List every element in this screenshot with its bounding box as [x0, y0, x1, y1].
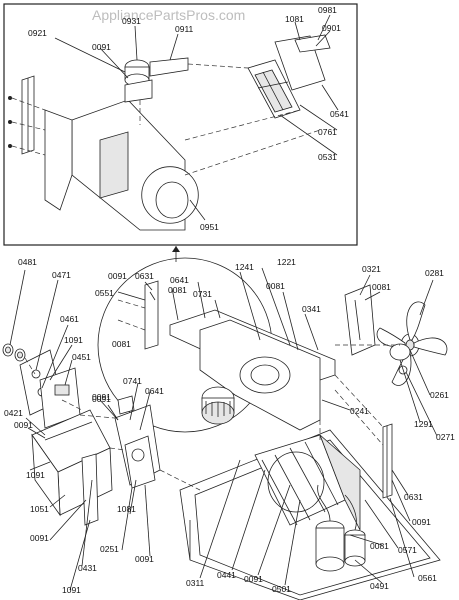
compressor — [315, 484, 366, 572]
label-0641-b: 0641 — [145, 386, 164, 396]
label-0981: 0981 — [318, 5, 337, 15]
label-0091-c: 0091 — [30, 533, 49, 543]
label-0081-a: 0081 — [168, 285, 187, 295]
label-0641-a: 0641 — [170, 275, 189, 285]
screws-left-top — [8, 96, 46, 156]
label-0481: 0481 — [18, 257, 37, 267]
main-dashed-lines — [61, 299, 400, 491]
label-0091-g: 0091 — [244, 574, 263, 584]
label-0931: 0931 — [122, 16, 141, 26]
filter-frame — [247, 34, 331, 119]
label-0081-c: 0081 — [266, 281, 285, 291]
label-0571: 0571 — [398, 545, 417, 555]
label-1291: 1291 — [414, 419, 433, 429]
label-0461: 0461 — [60, 314, 79, 324]
label-0081-b: 0081 — [112, 339, 131, 349]
inset-frame — [3, 3, 358, 246]
main-leaders — [9, 267, 438, 591]
label-0281: 0281 — [425, 268, 444, 278]
label-0431: 0431 — [78, 563, 97, 573]
label-1091-b: 1091 — [26, 470, 45, 480]
fan-motor — [389, 343, 411, 375]
label-1081-b: 1081 — [117, 504, 136, 514]
label-0531: 0531 — [318, 152, 337, 162]
inset-dashed-lines — [139, 63, 321, 176]
label-0271: 0271 — [436, 432, 455, 442]
label-0241: 0241 — [350, 406, 369, 416]
label-0091-e: 0091 — [92, 392, 111, 402]
label-0091-f: 0091 — [135, 554, 154, 564]
right-rail — [382, 423, 393, 499]
control-panel — [19, 349, 81, 429]
label-0261: 0261 — [430, 390, 449, 400]
label-0541: 0541 — [330, 109, 349, 119]
label-1241: 1241 — [235, 262, 254, 272]
label-1221: 1221 — [277, 257, 296, 267]
label-0921: 0921 — [28, 28, 47, 38]
main-bulkhead — [144, 280, 336, 431]
blower-wheel — [201, 386, 235, 425]
label-0091-top: 0091 — [92, 42, 111, 52]
label-0341: 0341 — [302, 304, 321, 314]
label-0901: 0901 — [322, 23, 341, 33]
label-0091-circle: 0091 — [108, 271, 127, 281]
label-0951: 0951 — [200, 222, 219, 232]
label-0091-b: 0091 — [14, 420, 33, 430]
label-0421: 0421 — [4, 408, 23, 418]
label-0451: 0451 — [72, 352, 91, 362]
label-0631-a: 0631 — [135, 271, 154, 281]
motor-bracket — [124, 57, 189, 103]
fan-motor-bracket — [344, 284, 376, 356]
electrical-box — [31, 409, 113, 526]
part-labels: 0921 0091 0931 0911 1081 0981 0901 0541 … — [4, 5, 455, 595]
label-0091-d: 0091 — [92, 394, 111, 404]
label-1081-top: 1081 — [285, 14, 304, 24]
label-0471: 0471 — [52, 270, 71, 280]
label-0551: 0551 — [95, 288, 114, 298]
switch-bracket — [114, 395, 161, 489]
label-0081-e: 0081 — [370, 541, 389, 551]
label-0081-d: 0081 — [372, 282, 391, 292]
watermark-text: AppliancePartsPros.com — [92, 7, 245, 23]
label-0761: 0761 — [318, 127, 337, 137]
label-0561: 0561 — [418, 573, 437, 583]
label-0321: 0321 — [362, 264, 381, 274]
label-1091-c: 1091 — [62, 585, 81, 595]
label-1091-a: 1091 — [64, 335, 83, 345]
label-0631-b: 0631 — [404, 492, 423, 502]
inset-leaders — [54, 14, 339, 221]
label-0731: 0731 — [193, 289, 212, 299]
evaporator-housing-assembly — [21, 75, 199, 231]
condenser-fan — [376, 301, 448, 386]
label-0251: 0251 — [100, 544, 119, 554]
label-0501: 0501 — [272, 584, 291, 594]
label-0911: 0911 — [175, 24, 194, 34]
label-0091-h: 0091 — [412, 517, 431, 527]
knobs — [2, 343, 36, 375]
label-1051: 1051 — [30, 504, 49, 514]
inset-arrow — [172, 246, 180, 262]
label-0441: 0441 — [217, 570, 236, 580]
label-0741: 0741 — [123, 376, 142, 386]
label-0311: 0311 — [186, 578, 205, 588]
label-0491: 0491 — [370, 581, 389, 591]
